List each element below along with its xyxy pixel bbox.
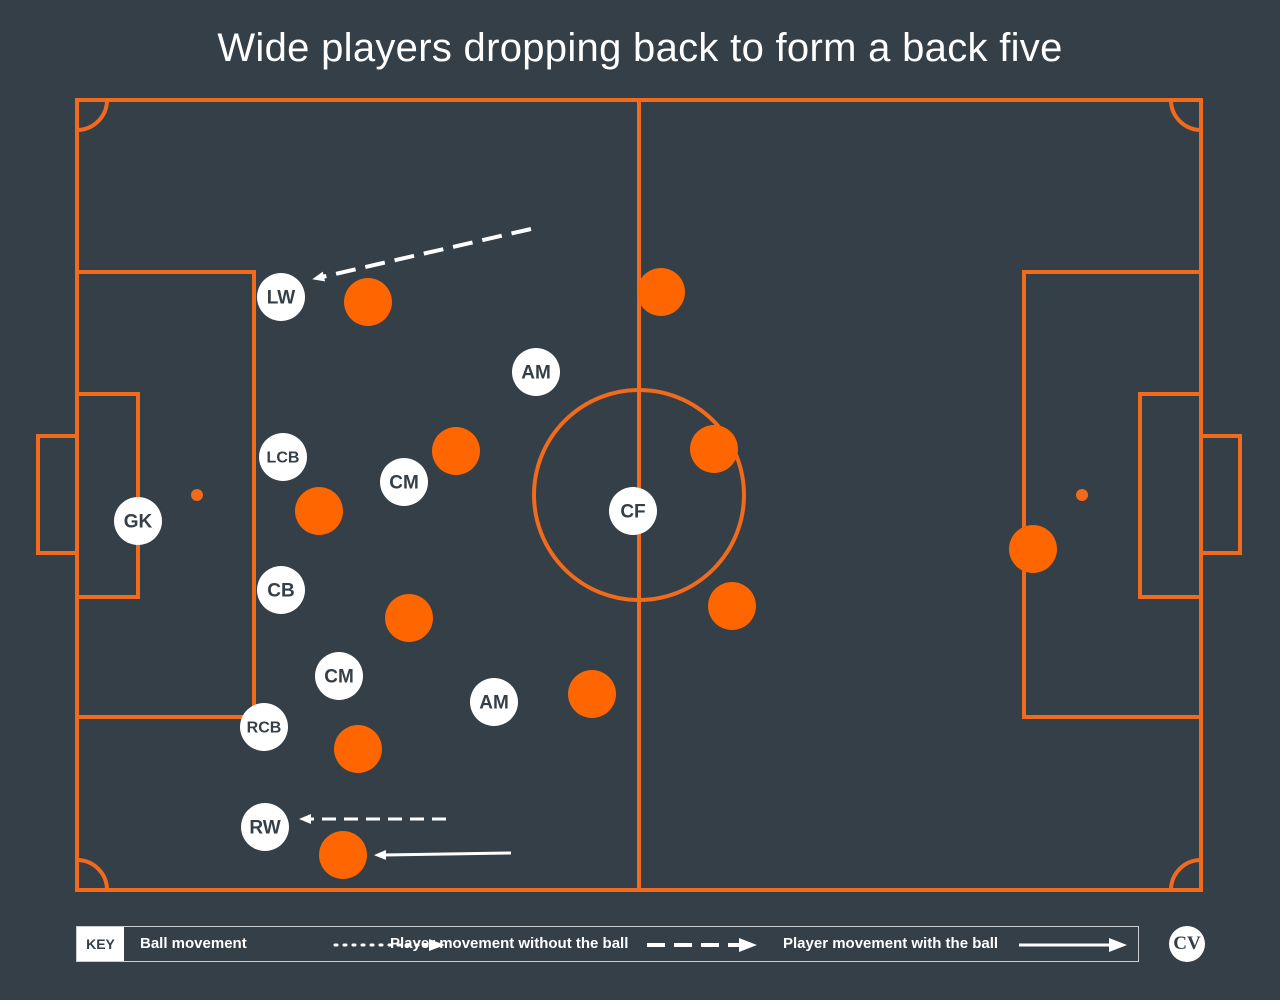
- player-label: GK: [124, 512, 153, 533]
- team-player-rw: RW: [241, 803, 289, 851]
- player-marker: [609, 487, 657, 535]
- player-label: AM: [521, 363, 551, 384]
- player-label: CM: [324, 667, 354, 688]
- opposition-player: [319, 831, 367, 879]
- dotted-arrow-icon: [333, 939, 445, 951]
- corner-arc-bottom-right: [1169, 858, 1202, 891]
- team-player-cm: CM: [315, 652, 363, 700]
- key-item-without-ball: Player movement without the ball: [390, 935, 629, 952]
- opposition-player: [1009, 525, 1057, 573]
- player-marker: [259, 433, 307, 481]
- player-label: AM: [479, 693, 509, 714]
- opposition-player: [708, 582, 756, 630]
- diagram-title: Wide players dropping back to form a bac…: [217, 26, 1063, 70]
- player-marker: [257, 273, 305, 321]
- left-goal: [36, 434, 79, 555]
- right-penalty-spot: [1076, 489, 1088, 501]
- team-player-gk: GK: [114, 497, 162, 545]
- centre-circle: [532, 388, 746, 602]
- team-players: GK LW AM LCB CM CF CB CM AM RCB RW: [114, 273, 657, 851]
- movement-arrows: [299, 227, 532, 860]
- key-item-with-ball: Player movement with the ball: [783, 935, 999, 952]
- dashed-arrow-icon: [647, 938, 757, 952]
- team-player-am: AM: [470, 678, 518, 726]
- team-player-cm: CM: [380, 458, 428, 506]
- right-six-yard-box: [1138, 392, 1203, 599]
- opposition-player: [432, 427, 480, 475]
- team-player-cf: CF: [609, 487, 657, 535]
- left-six-yard-box: [75, 392, 140, 599]
- player-marker: [470, 678, 518, 726]
- key-legend: KEY Ball movement Player movement withou…: [76, 926, 1139, 962]
- team-player-lcb: LCB: [259, 433, 307, 481]
- corner-arc-top-right: [1169, 99, 1202, 132]
- player-marker: [512, 348, 560, 396]
- corner-arc-top-left: [76, 99, 109, 132]
- team-player-cb: CB: [257, 566, 305, 614]
- team-player-am: AM: [512, 348, 560, 396]
- player-marker: [114, 497, 162, 545]
- player-label: RW: [249, 818, 280, 839]
- player-marker: [315, 652, 363, 700]
- left-penalty-spot: [191, 489, 203, 501]
- player-label: LW: [267, 288, 296, 309]
- key-item-ball-movement: Ball movement: [140, 935, 247, 952]
- left-penalty-area: [75, 270, 256, 719]
- opposition-player: [334, 725, 382, 773]
- player-label: CM: [389, 473, 419, 494]
- opposition-player: [568, 670, 616, 718]
- player-movement-with-ball-arrow: [374, 849, 512, 860]
- cv-logo: CV: [1169, 926, 1205, 962]
- player-marker: [240, 703, 288, 751]
- player-marker: [380, 458, 428, 506]
- player-movement-without-ball-arrow: [312, 227, 532, 282]
- right-penalty-area: [1022, 270, 1203, 719]
- team-player-rcb: RCB: [240, 703, 288, 751]
- player-label: CB: [267, 581, 294, 602]
- opposition-player: [344, 278, 392, 326]
- opposition-player: [690, 425, 738, 473]
- opposition-players: [295, 268, 1057, 879]
- player-marker: [241, 803, 289, 851]
- player-marker: [257, 566, 305, 614]
- opposition-player: [385, 594, 433, 642]
- player-label: LCB: [267, 450, 300, 467]
- pitch-markings: [36, 98, 1242, 892]
- corner-arc-bottom-left: [76, 858, 109, 891]
- team-player-lw: LW: [257, 273, 305, 321]
- opposition-player: [295, 487, 343, 535]
- key-tag: KEY: [77, 927, 124, 961]
- player-label: CF: [620, 502, 645, 523]
- player-label: RCB: [247, 720, 282, 737]
- right-goal: [1199, 434, 1242, 555]
- solid-arrow-icon: [1019, 938, 1127, 952]
- opposition-player: [637, 268, 685, 316]
- pitch-diagram: GK LW AM LCB CM CF CB CM AM RCB RW: [36, 98, 1242, 892]
